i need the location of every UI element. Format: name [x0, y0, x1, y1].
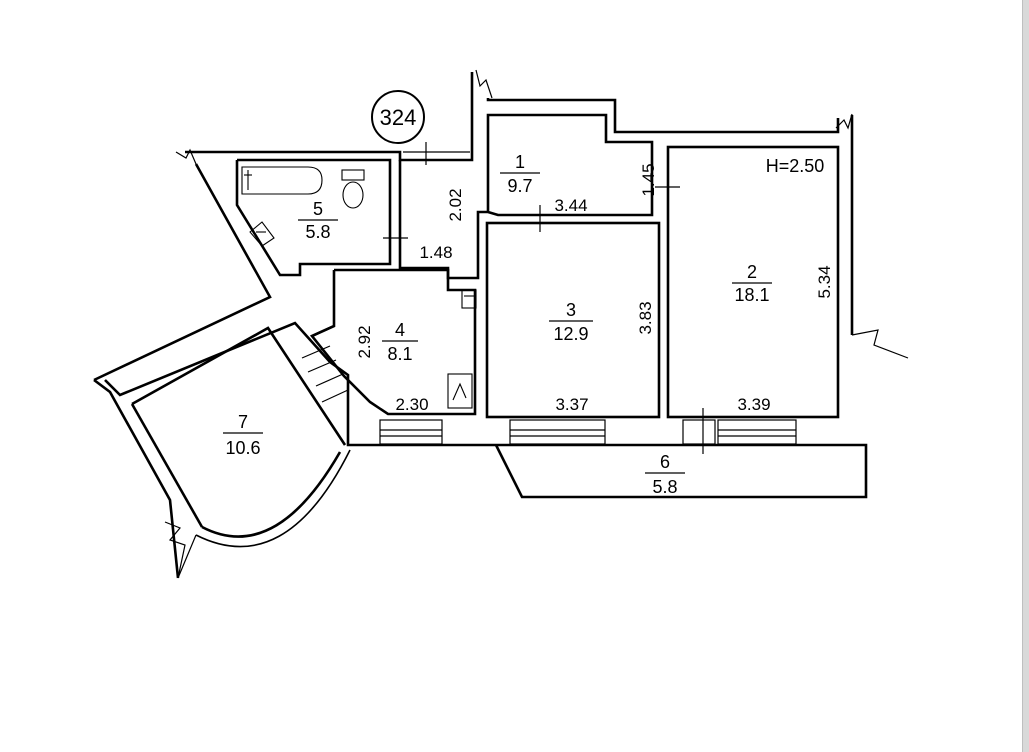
corridor-wall	[311, 324, 335, 338]
window-room3	[509, 419, 606, 445]
apartment-number: 324	[380, 105, 417, 130]
break-mark-right	[851, 329, 909, 359]
break-mark-top-left	[475, 69, 493, 99]
room-number: 6	[660, 452, 670, 472]
dim-room4-width: 2.30	[395, 395, 428, 414]
room-label-5: 5 5.8	[298, 199, 338, 242]
dim-room1-right-height: 1.45	[639, 163, 658, 196]
walls	[93, 69, 909, 579]
room-area: 10.6	[225, 438, 260, 458]
loggia7-arc-outer	[195, 449, 351, 548]
room-number: 2	[747, 262, 757, 282]
room3-wall	[485, 221, 661, 419]
break-mark-lower-left	[164, 521, 197, 579]
toilet-icon	[341, 169, 365, 209]
break-mark-top-corner	[175, 148, 197, 165]
room-number: 4	[395, 320, 405, 340]
outer-left-wall	[93, 163, 272, 382]
ceiling-height: H=2.50	[766, 156, 825, 176]
room-number: 1	[515, 152, 525, 172]
room-label-6: 6 5.8	[645, 452, 685, 497]
dim-room2-width: 3.39	[737, 395, 770, 414]
room4-wall	[309, 268, 477, 416]
room-number: 5	[313, 199, 323, 219]
dimensions: 2.02 3.44 1.45 1.48 5.34 3.39 3.83 3.37 …	[355, 163, 834, 414]
loggia7-left	[130, 403, 204, 528]
room5-wall	[235, 158, 392, 277]
room-area: 8.1	[387, 344, 412, 364]
stove-icon	[447, 373, 473, 409]
break-mark-top-right	[835, 113, 853, 130]
room-number: 3	[566, 300, 576, 320]
loggia7-arc	[201, 451, 342, 538]
door-loggia	[301, 345, 349, 403]
room2-wall	[666, 145, 840, 419]
windows	[301, 345, 797, 454]
room-area: 9.7	[507, 176, 532, 196]
fixtures	[241, 166, 477, 409]
dim-room1-left-height: 2.02	[446, 188, 465, 221]
window-room4	[379, 419, 443, 445]
balcony6-wall	[494, 443, 868, 499]
window-room2	[717, 419, 797, 445]
outer-lower-left	[93, 378, 180, 579]
door-balcony	[682, 408, 716, 454]
room-area: 12.9	[553, 324, 588, 344]
room-label-3: 3 12.9	[549, 300, 593, 344]
room-label-1: 1 9.7	[500, 152, 540, 196]
room-area: 5.8	[305, 222, 330, 242]
dim-corridor-width: 1.48	[419, 243, 452, 262]
sink-icon	[461, 289, 477, 309]
washbasin-icon	[249, 221, 275, 247]
room-label-7: 7 10.6	[223, 412, 263, 458]
room-area: 18.1	[734, 285, 769, 305]
doors	[383, 142, 680, 269]
dim-room3-height: 3.83	[636, 301, 655, 334]
dim-room2-height: 5.34	[815, 265, 834, 298]
room-label-4: 4 8.1	[382, 320, 418, 364]
dim-room1-bottom-width: 3.44	[554, 196, 587, 215]
outer-lower-wall	[104, 321, 496, 447]
page-edge	[1022, 0, 1029, 752]
top-wall-left	[185, 72, 474, 162]
bathtub-icon	[241, 166, 323, 195]
room-label-2: 2 18.1	[732, 262, 772, 305]
top-wall-middle	[486, 98, 840, 134]
dim-room4-height: 2.92	[355, 325, 374, 358]
dim-room3-width: 3.37	[555, 395, 588, 414]
apartment-badge	[371, 90, 425, 144]
loggia7-wall	[131, 326, 347, 446]
room-area: 5.8	[652, 477, 677, 497]
room-number: 7	[238, 412, 248, 432]
